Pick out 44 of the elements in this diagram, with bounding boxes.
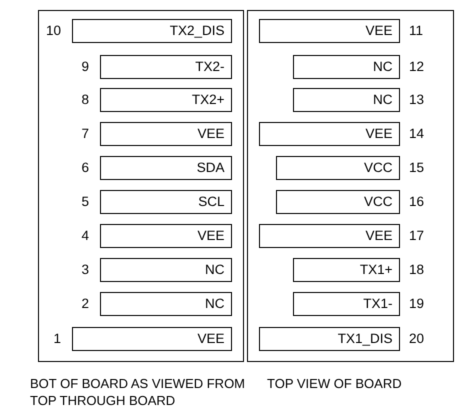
pin-number: 6 bbox=[81, 160, 89, 176]
pin-number: 13 bbox=[409, 92, 424, 108]
pin-label: TX1_DIS bbox=[258, 326, 400, 350]
pin-number: 14 bbox=[409, 126, 424, 142]
pin-number: 18 bbox=[409, 262, 424, 278]
pin-label: VEE bbox=[100, 122, 232, 146]
pin-label: NC bbox=[100, 292, 232, 316]
pin-number: 2 bbox=[81, 296, 89, 312]
pin-label: TX1- bbox=[292, 292, 400, 316]
pin-label: VEE bbox=[100, 224, 232, 248]
pin-label: NC bbox=[292, 88, 400, 112]
pin-number: 4 bbox=[81, 228, 89, 244]
pin-label: TX1+ bbox=[292, 258, 400, 282]
pin-number: 16 bbox=[409, 194, 424, 210]
pin-number: 20 bbox=[409, 330, 424, 346]
pin-label: VEE bbox=[258, 122, 400, 146]
pin-number: 19 bbox=[409, 296, 424, 312]
pin-label: TX2- bbox=[100, 54, 232, 78]
pin-label: TX2+ bbox=[100, 88, 232, 112]
pin-number: 15 bbox=[409, 160, 424, 176]
pin-number: 9 bbox=[81, 58, 89, 74]
pin-label: NC bbox=[100, 258, 232, 282]
connector-outline bbox=[38, 10, 244, 362]
pin-number: 10 bbox=[46, 22, 61, 38]
caption: BOT OF BOARD AS VIEWED FROM TOP THROUGH BOARD bbox=[30, 375, 246, 409]
pin-label: VEE bbox=[258, 224, 400, 248]
pin-number: 17 bbox=[409, 228, 424, 244]
caption: TOP VIEW OF BOARD bbox=[267, 375, 403, 392]
connector-outline bbox=[247, 10, 454, 362]
pin-label: VCC bbox=[276, 156, 400, 180]
pin-number: 11 bbox=[409, 22, 424, 38]
pin-label: SDA bbox=[100, 156, 232, 180]
pin-number: 1 bbox=[53, 330, 61, 346]
pin-label: VCC bbox=[276, 190, 400, 214]
pin-number: 8 bbox=[81, 92, 89, 108]
pin-label: VEE bbox=[72, 326, 232, 350]
pin-number: 7 bbox=[81, 126, 89, 142]
pin-label: TX2_DIS bbox=[72, 18, 232, 42]
pin-number: 3 bbox=[81, 262, 89, 278]
pin-number: 12 bbox=[409, 58, 424, 74]
pin-label: NC bbox=[292, 54, 400, 78]
pin-label: VEE bbox=[258, 18, 400, 42]
pin-label: SCL bbox=[100, 190, 232, 214]
pin-number: 5 bbox=[81, 194, 89, 210]
